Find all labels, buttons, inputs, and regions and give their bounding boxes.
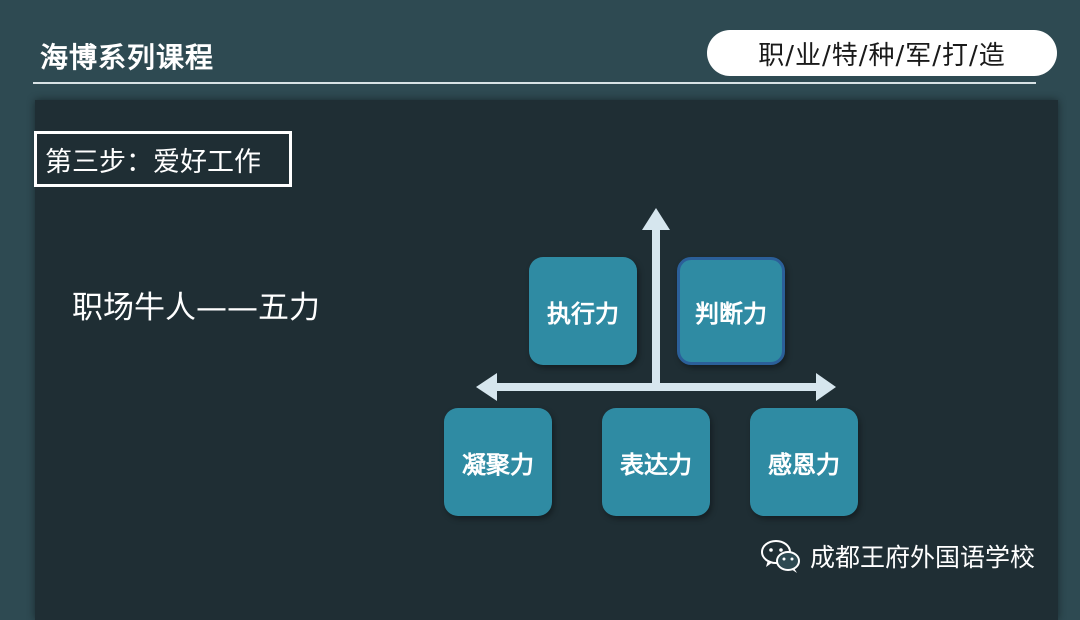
axis-arrows <box>476 208 836 401</box>
course-title: 海博系列课程 <box>40 41 215 74</box>
up-arrow-head <box>642 208 670 230</box>
footer-attribution: 成都王府外国语学校 <box>760 538 1035 574</box>
tile-judgment: 判断力 <box>677 257 785 365</box>
left-arrow-head <box>476 373 497 401</box>
header-divider <box>33 82 1036 84</box>
tile-expression: 表达力 <box>602 408 710 516</box>
slide-subtitle: 职场牛人——五力 <box>72 290 320 326</box>
tile-gratitude: 感恩力 <box>750 408 858 516</box>
wechat-icon <box>761 540 800 573</box>
right-arrow-head <box>816 373 836 401</box>
school-name: 成都王府外国语学校 <box>810 543 1036 572</box>
step-label: 第三步：爱好工作 <box>34 131 292 187</box>
tile-cohesion: 凝聚力 <box>444 408 552 516</box>
tagline-badge: 职/业/特/种/军/打/造 <box>707 30 1057 76</box>
tile-execution: 执行力 <box>529 257 637 365</box>
